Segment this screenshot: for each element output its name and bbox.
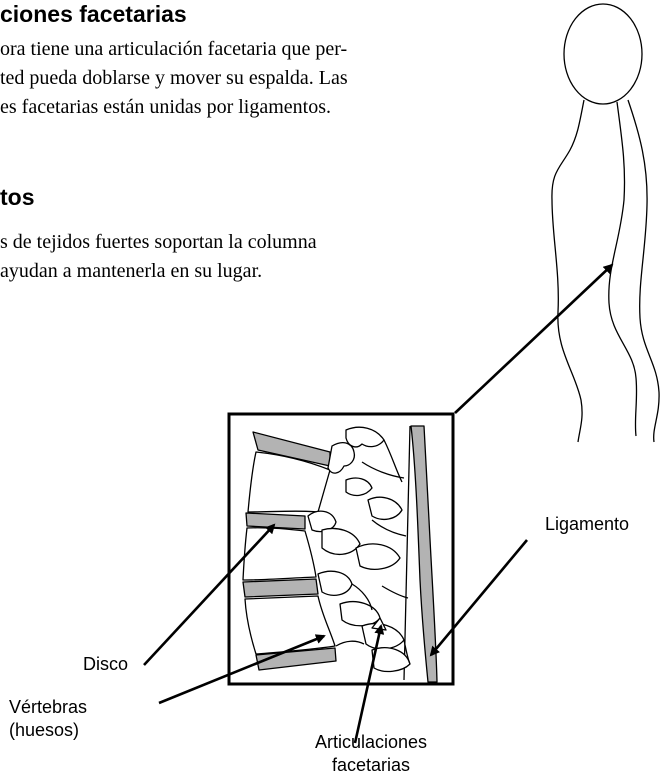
facet-joints-label-line: Articulaciones [285, 731, 457, 754]
ligament-label: Ligamento [545, 513, 629, 536]
head-outline [564, 4, 642, 104]
vertebrae-label: Vértebras (huesos) [9, 696, 87, 742]
vertebrae-label-line: (huesos) [9, 719, 87, 742]
body-outline [552, 4, 659, 442]
inset-to-body-arrow [455, 265, 612, 413]
disc [246, 513, 305, 529]
back-contour [628, 100, 659, 442]
vertebrae-label-line: Vértebras [9, 696, 87, 719]
chest-contour [552, 100, 584, 442]
facet-joints-label: Articulaciones facetarias [285, 731, 457, 777]
disc [243, 579, 318, 597]
disc-label: Disco [83, 653, 128, 676]
facet-joints-label-line: facetarias [285, 754, 457, 777]
vertebra-body [243, 528, 316, 580]
spine-line [609, 102, 637, 436]
